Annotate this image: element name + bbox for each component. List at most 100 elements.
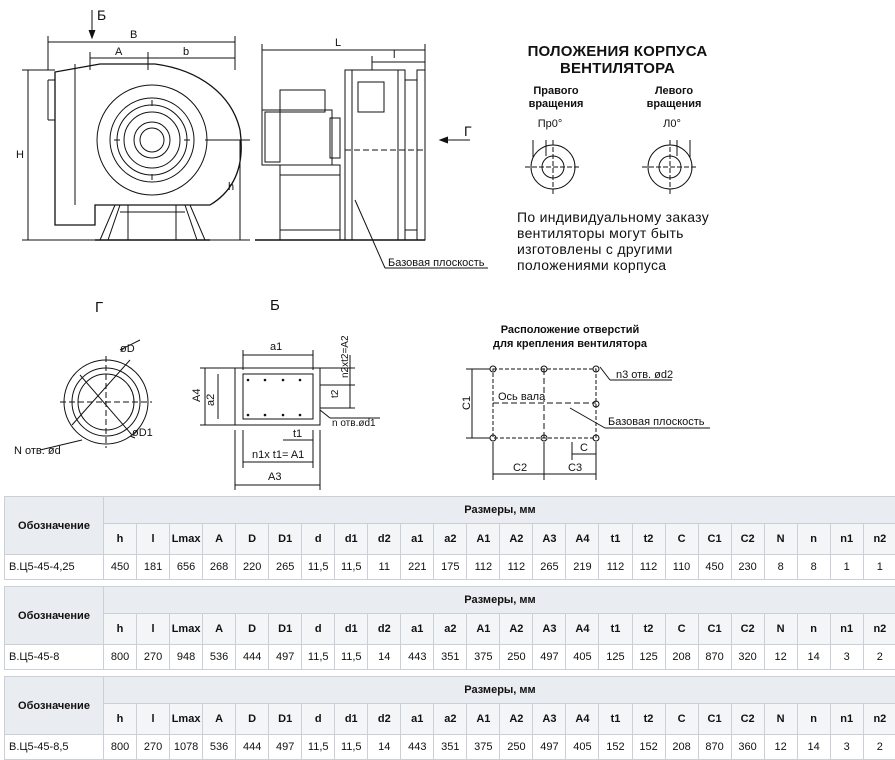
mount-base-plane-label: Базовая плоскость	[608, 416, 705, 428]
column-header: D	[236, 614, 269, 645]
table-cell: 3	[830, 645, 863, 670]
table-cell: 1078	[170, 735, 203, 760]
table-cell: 1	[830, 555, 863, 580]
table-cell: 497	[533, 645, 566, 670]
column-header: A	[203, 524, 236, 555]
column-header: t2	[632, 704, 665, 735]
column-header: N	[764, 524, 797, 555]
table-cell: 12	[764, 645, 797, 670]
table-cell: 11,5	[335, 735, 368, 760]
column-header: a1	[401, 614, 434, 645]
designation-header: Обозначение	[5, 497, 104, 555]
column-header: A2	[500, 704, 533, 735]
designation-header: Обозначение	[5, 587, 104, 645]
dim-A: A	[115, 46, 123, 58]
table-cell: 268	[203, 555, 236, 580]
column-header: D1	[269, 704, 302, 735]
table-cell: 11,5	[335, 555, 368, 580]
mounting-title-line1: Расположение отверстий	[460, 323, 680, 337]
dim-A4: A4	[191, 389, 203, 402]
column-header: A	[203, 614, 236, 645]
table-cell: 497	[533, 735, 566, 760]
column-header: n	[797, 524, 830, 555]
table-cell: 181	[137, 555, 170, 580]
model-name: В.Ц5-45-8,5	[5, 735, 104, 760]
left-rotation-line2: вращения	[638, 98, 710, 111]
column-header: d	[302, 524, 335, 555]
column-header: a2	[434, 614, 467, 645]
column-header: A1	[467, 704, 500, 735]
table-cell: 208	[665, 735, 698, 760]
column-header: C	[665, 614, 698, 645]
dim-C1: C1	[461, 396, 473, 410]
table-cell: 112	[467, 555, 500, 580]
table-cell: 11,5	[302, 735, 335, 760]
dim-n1t1: n1x t1= A1	[252, 449, 304, 461]
left-rotation-caption: Левого вращения	[638, 85, 710, 111]
dim-B: B	[130, 29, 137, 41]
table-cell: 351	[434, 645, 467, 670]
model-name: В.Ц5-45-4,25	[5, 555, 104, 580]
table-cell: 250	[500, 645, 533, 670]
right-rotation-code: Пр0°	[528, 118, 572, 130]
dim-N-holes: N отв. ød	[14, 445, 61, 457]
column-header: n2	[863, 524, 895, 555]
table-cell: 110	[665, 555, 698, 580]
column-header: A4	[566, 524, 599, 555]
table-cell: 14	[368, 735, 401, 760]
column-header: d2	[368, 524, 401, 555]
column-header: D1	[269, 524, 302, 555]
column-header: n1	[830, 524, 863, 555]
table-cell: 270	[137, 735, 170, 760]
table-cell: 800	[104, 735, 137, 760]
column-header: Lmax	[170, 704, 203, 735]
table-cell: 14	[797, 735, 830, 760]
table-cell: 320	[731, 645, 764, 670]
table-cell: 112	[500, 555, 533, 580]
g-arrow-label: Г	[464, 123, 472, 139]
table-cell: 11	[368, 555, 401, 580]
column-header: A4	[566, 614, 599, 645]
table-cell: 14	[368, 645, 401, 670]
column-header: A3	[533, 524, 566, 555]
table-cell: 220	[236, 555, 269, 580]
table-cell: 870	[698, 645, 731, 670]
table-cell: 405	[566, 645, 599, 670]
dim-n2t2: n2xt2=A2	[340, 335, 351, 378]
column-header: n	[797, 704, 830, 735]
column-header: C	[665, 524, 698, 555]
table-cell: 405	[566, 735, 599, 760]
column-header: N	[764, 614, 797, 645]
dim-t2: t2	[330, 389, 341, 398]
dimensions-header: Размеры, мм	[104, 497, 895, 524]
shaft-axis-label: Ось вала	[498, 391, 546, 403]
left-rotation-code: Л0°	[652, 118, 692, 130]
positions-title: ПОЛОЖЕНИЯ КОРПУСА ВЕНТИЛЯТОРА	[520, 43, 715, 77]
column-header: d1	[335, 524, 368, 555]
table-cell: 497	[269, 735, 302, 760]
column-header: a1	[401, 704, 434, 735]
table-cell: 12	[764, 735, 797, 760]
column-header: h	[104, 524, 137, 555]
table-cell: 444	[236, 735, 269, 760]
dim-L: L	[335, 37, 341, 49]
column-header: n2	[863, 614, 895, 645]
dim-n3: n3 отв. ød2	[616, 369, 673, 381]
dim-D1: øD1	[132, 427, 153, 439]
table-cell: 375	[467, 735, 500, 760]
column-header: a1	[401, 524, 434, 555]
table-cell: 250	[500, 735, 533, 760]
positions-title-line1: ПОЛОЖЕНИЯ КОРПУСА	[520, 43, 715, 60]
table-cell: 450	[104, 555, 137, 580]
table-cell: 443	[401, 645, 434, 670]
column-header: d2	[368, 704, 401, 735]
dim-l: l	[393, 49, 395, 61]
column-header: l	[137, 614, 170, 645]
table-cell: 230	[731, 555, 764, 580]
table-cell: 11,5	[302, 645, 335, 670]
table-cell: 450	[698, 555, 731, 580]
column-header: C2	[731, 704, 764, 735]
